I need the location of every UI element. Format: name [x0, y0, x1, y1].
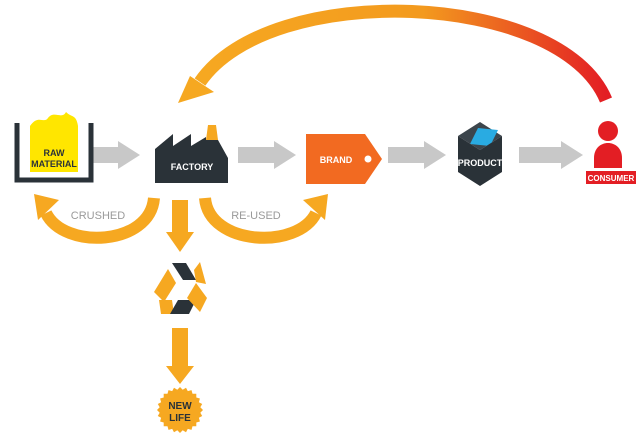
flow-arrow-raw-to-factory [92, 141, 140, 169]
crushed-loop-arrow [34, 194, 160, 244]
flow-arrow-factory-to-brand [238, 141, 296, 169]
consumer-person-icon: CONSUMER [586, 121, 636, 184]
crushed-label: CRUSHED [71, 210, 125, 222]
raw-material-label-line2: MATERIAL [31, 159, 77, 169]
brand-label: BRAND [320, 155, 353, 165]
price-tag-icon: BRAND [306, 134, 382, 184]
reused-label: RE-USED [231, 210, 281, 222]
down-arrow-factory-to-recycle [166, 200, 194, 252]
consumer-label: CONSUMER [588, 174, 635, 183]
product-box-icon: PRODUCT [458, 122, 503, 186]
factory-label: FACTORY [171, 162, 214, 172]
recycle-icon [154, 262, 207, 314]
reused-loop-arrow [199, 194, 328, 244]
return-arrow [178, 4, 612, 103]
new-life-label-line1: NEW [168, 401, 192, 412]
new-life-badge-icon: NEW LIFE [157, 387, 203, 433]
down-arrow-recycle-to-new-life [166, 328, 194, 384]
new-life-label-line2: LIFE [169, 413, 191, 424]
raw-material-label-line1: RAW [44, 148, 66, 158]
flow-arrow-product-to-consumer [519, 141, 583, 169]
factory-icon: FACTORY [155, 125, 228, 183]
flow-arrow-brand-to-product [388, 141, 446, 169]
raw-material-bin-icon: RAW MATERIAL [14, 112, 94, 183]
product-label: PRODUCT [458, 158, 503, 168]
